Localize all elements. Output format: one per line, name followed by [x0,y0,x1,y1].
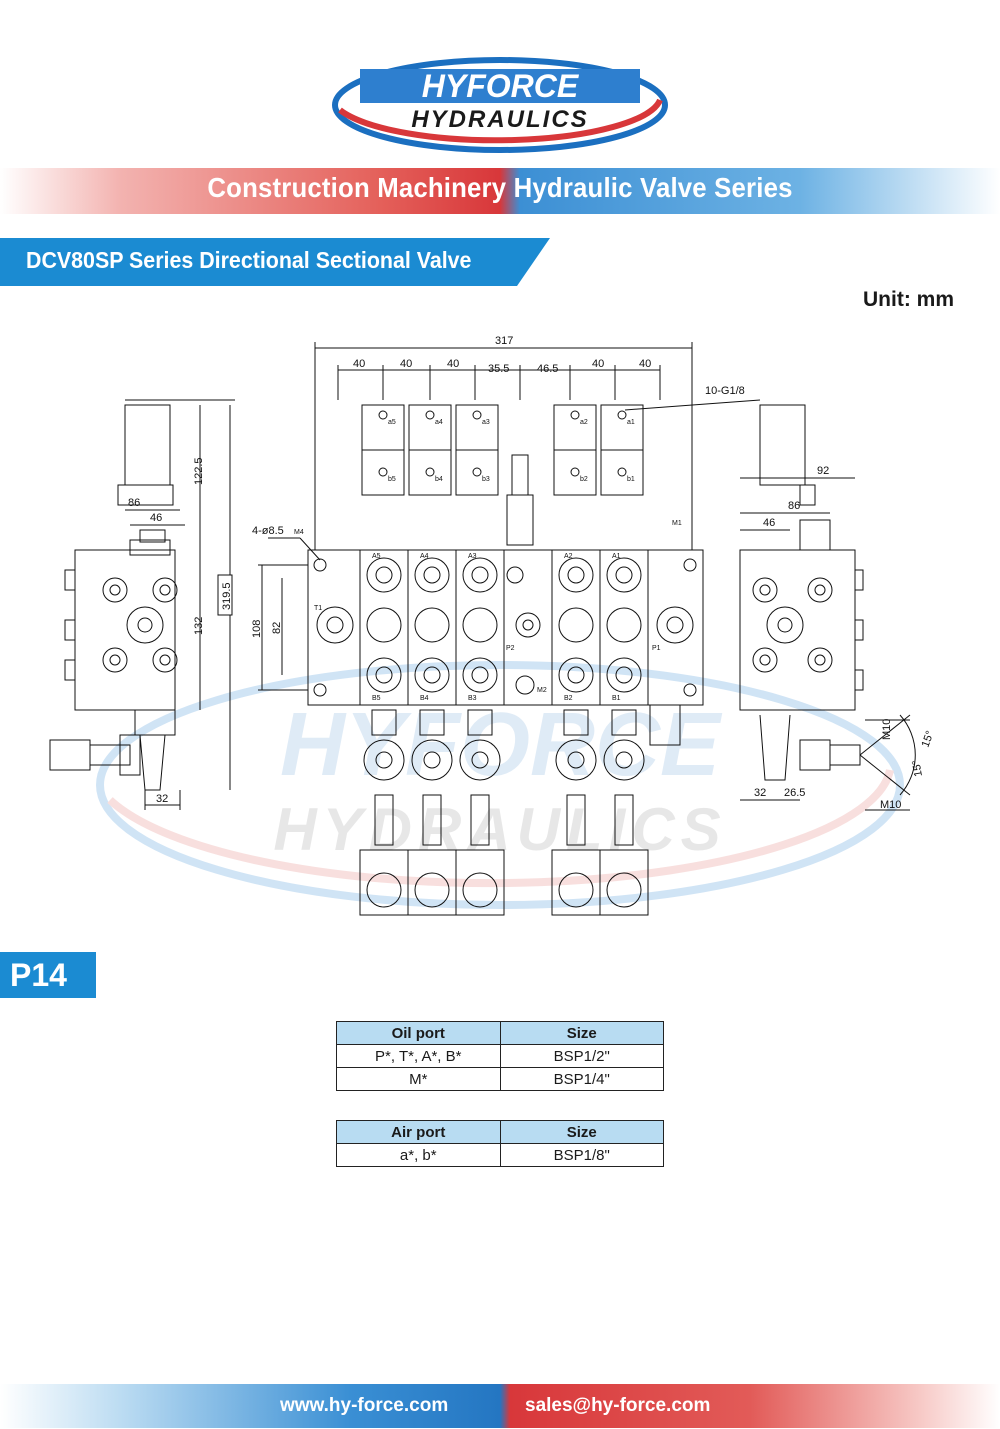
dim-pitch-3: 40 [447,358,459,370]
dim-left-319-5: 319.5 [221,582,233,610]
series-banner [0,168,1000,214]
oil-port-table: Oil port Size P*, T*, A*, B* BSP1/2" M* … [336,1021,664,1091]
series-title: Construction Machinery Hydraulic Valve S… [207,172,793,203]
air-port-table: Air port Size a*, b* BSP1/8" [336,1120,664,1167]
port-b5: b5 [388,476,396,483]
dim-angle-bottom: 15° [910,759,925,777]
dim-pitch-1: 40 [353,358,365,370]
table-header-row: Oil port Size [336,1021,664,1045]
dim-air-ports: 10-G1/8 [705,385,745,397]
dim-left-46: 46 [150,512,162,524]
port-b2: b2 [580,476,588,483]
port-A5: A5 [372,553,381,560]
port-B3: B3 [468,695,477,702]
port-a4: a4 [435,419,443,426]
dim-right-26-5: 26.5 [784,787,805,799]
air-size-header: Size [499,1120,664,1144]
dim-pitch-2: 40 [400,358,412,370]
dim-overall-317: 317 [495,335,513,347]
dim-left-86: 86 [128,497,140,509]
dim-108: 108 [251,620,263,638]
table-header-row: Air port Size [336,1120,664,1144]
dim-right-32: 32 [754,787,766,799]
dim-right-86: 86 [788,500,800,512]
email-link[interactable]: sales@hy-force.com [525,1395,711,1416]
dim-right-92: 92 [817,465,829,477]
dim-pitch-5: 46.5 [537,363,558,375]
oil-size-cell: BSP1/2" [499,1044,664,1068]
port-M1: M1 [672,520,682,527]
dim-m10-bottom: M10 [880,799,901,811]
port-P2: P2 [506,645,515,652]
oil-port-header: Oil port [336,1021,501,1045]
front-view [258,342,761,916]
right-side-view [739,404,916,811]
table-row: P*, T*, A*, B* BSP1/2" [336,1044,664,1068]
oil-port-cell: M* [336,1067,501,1091]
port-B4: B4 [420,695,429,702]
port-b4: b4 [435,476,443,483]
product-banner [0,238,550,286]
unit-label: Unit: mm [863,288,954,311]
oil-port-cell: P*, T*, A*, B* [336,1044,501,1068]
air-size-cell: BSP1/8" [499,1143,664,1167]
port-a1: a1 [627,419,635,426]
port-T1: T1 [314,605,322,612]
port-a2: a2 [580,419,588,426]
port-M2: M2 [537,687,547,694]
dim-mount-holes: 4-ø8.5 [252,525,284,537]
watermark-line1: HYFORCE [280,695,723,795]
port-b3: b3 [482,476,490,483]
watermark: HYFORCE HYDRAULICS [96,661,904,909]
dim-pitch-7: 40 [639,358,651,370]
port-B1: B1 [612,695,621,702]
dim-pitch-6: 40 [592,358,604,370]
oil-size-cell: BSP1/4" [499,1067,664,1091]
port-a3: a3 [482,419,490,426]
port-P1: P1 [652,645,661,652]
oil-size-header: Size [499,1021,664,1045]
dim-angle-top: 15° [920,729,937,749]
valve-technical-drawing: 86 46 122.5 132 319.5 32 [49,335,937,916]
port-A4: A4 [420,553,429,560]
port-A3: A3 [468,553,477,560]
logo-line2: HYDRAULICS [411,106,588,133]
hyforce-logo: HYFORCE HYDRAULICS [332,57,668,153]
port-b1: b1 [627,476,635,483]
table-row: M* BSP1/4" [336,1067,664,1091]
air-port-header: Air port [336,1120,501,1144]
watermark-line2: HYDRAULICS [273,796,726,863]
logo-line1: HYFORCE [422,68,580,104]
dim-m10-top: M10 [881,719,893,740]
port-B5: B5 [372,695,381,702]
dim-82: 82 [271,622,283,634]
website-link[interactable]: www.hy-force.com [280,1395,449,1416]
port-M4: M4 [294,529,304,536]
port-A1: A1 [612,553,621,560]
left-side-view [49,399,235,810]
port-B2: B2 [564,695,573,702]
port-A2: A2 [564,553,573,560]
table-row: a*, b* BSP1/8" [336,1143,664,1167]
port-a5: a5 [388,419,396,426]
footer-bar [0,1384,1000,1428]
dim-pitch-4: 35.5 [488,363,509,375]
dim-left-32: 32 [156,793,168,805]
page-badge: P14 [0,952,96,998]
dim-left-132: 132 [193,617,205,635]
dim-right-46: 46 [763,517,775,529]
product-title: DCV80SP Series Directional Sectional Val… [26,247,472,273]
air-port-cell: a*, b* [336,1143,501,1167]
dim-left-122-5: 122.5 [193,457,205,485]
